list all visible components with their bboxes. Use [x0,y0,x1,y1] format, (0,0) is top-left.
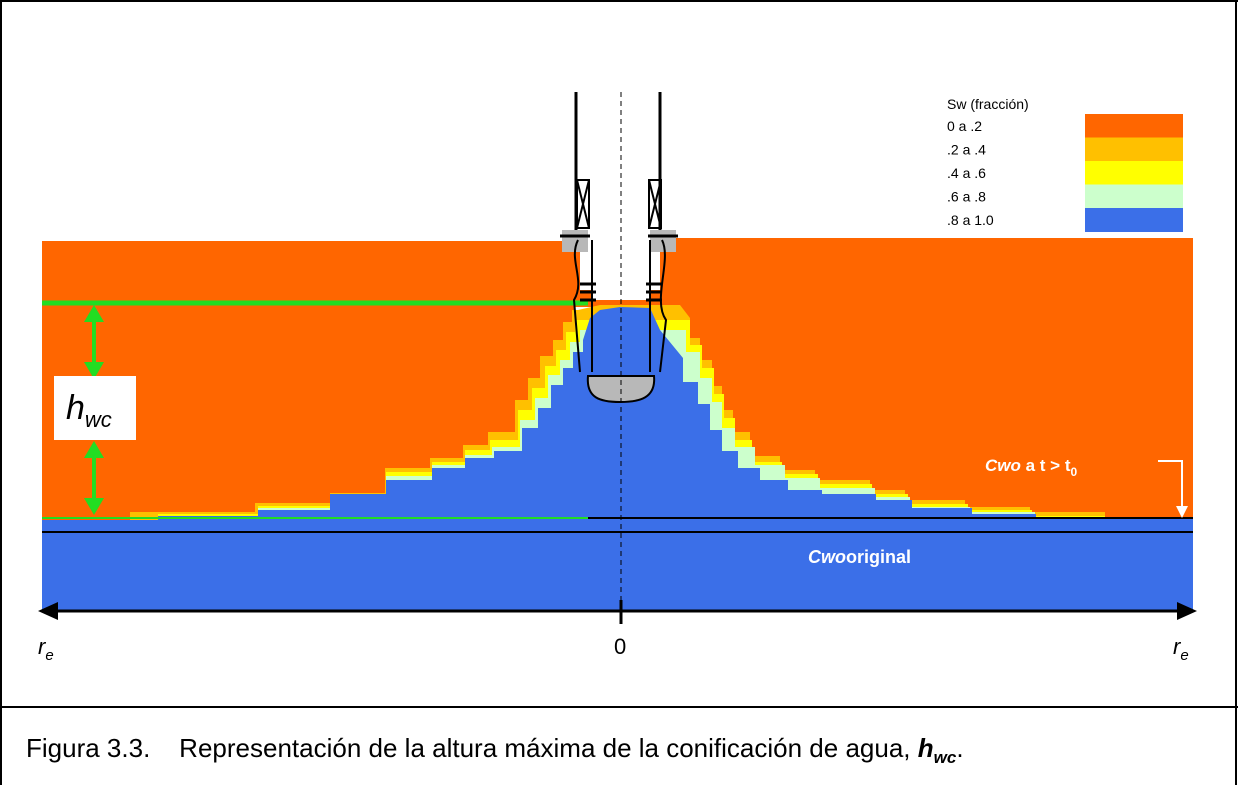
hwc-arrow [84,305,104,515]
wellbore [560,92,678,612]
caption-text: Figura 3.3. Representación de la altura … [26,733,918,763]
hwc-label: hwc [66,389,112,432]
cwo-current-label: Cwo a t > t0 [985,456,1078,479]
legend-swatch [1085,208,1183,232]
oil-zone [42,238,1193,520]
legend-label: .8 a 1.0 [947,212,994,228]
legend-title: Sw (fracción) [947,96,1029,112]
legend-swatch [1085,184,1183,209]
legend-swatch [1085,137,1183,162]
caption-period: . [956,733,964,763]
hwc-label-box [54,376,136,440]
legend-label: .6 a .8 [947,189,986,205]
caption-symbol: hwc [917,733,957,768]
legend: Sw (fracción) 0 a .2 .2 a .4 .4 a .6 .6 a .8… [947,96,1183,232]
legend-label: 0 a .2 [947,118,982,134]
radius-axis [38,600,1197,624]
axis-center-label: 0 [614,634,626,659]
cwo-pointer [1158,460,1188,518]
axis-right-label: re [1173,634,1189,664]
legend-label: .2 a .4 [947,142,986,158]
figure-caption: Figura 3.3. Representación de la altura … [26,733,964,768]
water-cone [42,307,1193,612]
legend-label: .4 a .6 [947,165,986,181]
legend-swatch [1085,114,1183,138]
axis-left-label: re [38,634,54,664]
cwo-original-label: Cwooriginal [808,547,911,567]
legend-swatch [1085,161,1183,185]
